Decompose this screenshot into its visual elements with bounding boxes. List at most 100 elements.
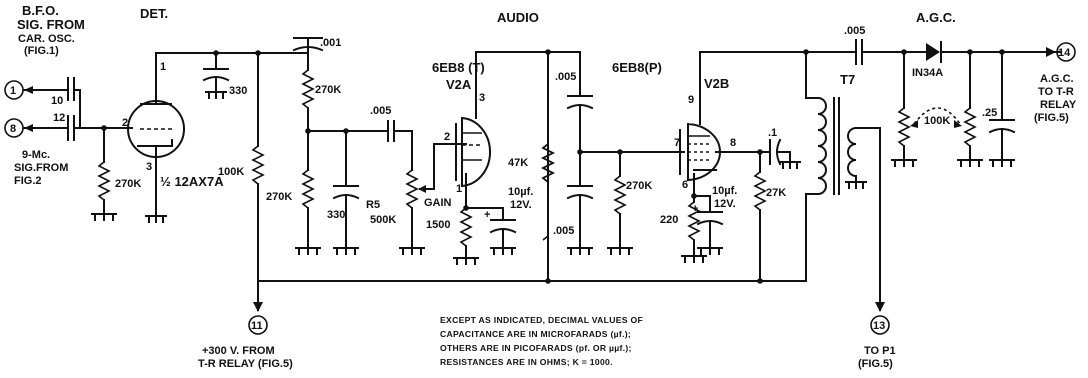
terminal-13: 13: [870, 315, 890, 335]
terminal-14-number: 14: [1058, 47, 1071, 59]
v2b-cathode-network: 220 + 10µf. 12V.: [660, 185, 737, 263]
v2b-tube-type: 6EB8(P): [612, 60, 662, 75]
bfo-header-line-3: CAR. OSC.: [18, 33, 75, 45]
transformer-t7: T7: [805, 51, 885, 312]
diode-in34a: IN34A: [912, 41, 1061, 79]
footnote-line-4: RESISTANCES ARE IN OHMS; K = 1000.: [440, 357, 613, 367]
gain-label: GAIN: [424, 197, 452, 209]
capacitor-12pf: 12: [53, 112, 75, 141]
b-plus-line-1: +300 V. FROM: [202, 345, 275, 357]
v2b-pin-9: 9: [688, 94, 694, 106]
terminal-8: 8: [4, 118, 69, 138]
v1-tube-label: ½ 12AX7A: [160, 174, 224, 189]
capacitor-001-label: .001: [320, 37, 341, 49]
resistor-270k-b-label: 270K: [266, 191, 292, 203]
tube-v2b: 9 7 8 6 6EB8(P) V2B: [612, 51, 741, 191]
pot-100k-label: 100K: [924, 115, 950, 127]
resistor-agc-mid: [957, 51, 983, 167]
nine-mc-line-2: SIG.FROM: [14, 162, 68, 174]
capacitor-10uf-b-plus: +: [692, 203, 698, 215]
ganged-pot-link: [913, 107, 961, 125]
bfo-header-line-2: SIG. FROM: [17, 17, 85, 32]
diode-in34a-label: IN34A: [912, 67, 943, 79]
terminal-11: 11: [248, 315, 268, 335]
bfo-header-line-1: B.F.O.: [22, 3, 59, 18]
potentiometer-r5-value: 500K: [370, 214, 396, 226]
agc-output-line-2: TO T-R: [1038, 86, 1074, 98]
capacitor-10uf-a-plus: +: [484, 209, 490, 221]
v1-pin-2: 2: [122, 117, 128, 129]
capacitor-10uf-b-voltage: 12V.: [714, 198, 736, 210]
v2a-tube-type: 6EB8 (T): [432, 60, 485, 75]
capacitor-10uf-b-value: 10µf.: [712, 185, 737, 197]
v2a-tube-name: V2A: [446, 77, 472, 92]
footnote: EXCEPT AS INDICATED, DECIMAL VALUES OF C…: [440, 315, 643, 367]
resistor-100k-plate-label: 100K: [218, 166, 244, 178]
v2b-tube-name: V2B: [704, 76, 729, 91]
capacitor-25: .25: [982, 51, 1016, 167]
resistor-27k: 27K: [753, 151, 786, 282]
capacitor-005-agc-label: .005: [844, 25, 865, 37]
agc-header: A.G.C.: [916, 10, 956, 25]
to-p1-line-2: (FIG.5): [858, 358, 893, 370]
resistor-47k-zigzag: [541, 143, 555, 183]
capacitor-10uf-a-voltage: 12V.: [510, 199, 532, 211]
resistor-270k-a-label: 270K: [315, 84, 341, 96]
resistor-270k-grid: 270K: [91, 127, 141, 221]
b-plus-note: +300 V. FROM T-R RELAY (FIG.5): [198, 345, 293, 370]
v2a-cathode-network: 1500 + 10µf. 12V.: [426, 186, 533, 265]
v2a-pin-1: 1: [456, 183, 462, 195]
footnote-line-3: OTHERS ARE IN PICOFARADS (pf. OR µµf.);: [440, 343, 632, 353]
terminal-14: 14: [1046, 42, 1076, 62]
resistor-agc-left: [891, 51, 917, 167]
resistor-100k-plate: 100K: [218, 52, 265, 282]
v2b-pin-6: 6: [682, 179, 688, 191]
agc-output-line-4: (FIG.5): [1034, 112, 1069, 124]
transformer-t7-label: T7: [840, 72, 855, 87]
terminal-11-number: 11: [251, 320, 263, 332]
resistor-270k-c-label: 270K: [626, 180, 652, 192]
v2b-pin-8: 8: [730, 137, 736, 149]
capacitor-330-b-label: 330: [327, 209, 345, 221]
capacitor-005-bypass: .005: [553, 151, 594, 255]
nine-mc-line-3: FIG.2: [14, 175, 42, 187]
potentiometer-r5: R5 500K GAIN: [366, 169, 452, 255]
b-plus-line-2: T-R RELAY (FIG.5): [198, 358, 293, 370]
resistor-1500-label: 1500: [426, 219, 450, 231]
capacitor-005-agc: .005: [844, 25, 897, 65]
tube-v1: 1 2 3 ½ 12AX7A: [122, 52, 224, 223]
resistor-270k-grid-label: 270K: [115, 178, 141, 190]
to-p1-note: TO P1 (FIG.5): [858, 345, 896, 370]
capacitor-330-b: 330: [327, 130, 360, 255]
v1-pin-3: 3: [146, 161, 152, 173]
capacitor-005-bypass-label: .005: [553, 225, 574, 237]
agc-output-line-3: RELAY: [1040, 99, 1077, 111]
audio-header: AUDIO: [497, 10, 539, 25]
capacitor-005-coupling: .005: [370, 105, 413, 171]
capacitor-10uf-a-value: 10µf.: [508, 186, 533, 198]
potentiometer-r5-name: R5: [366, 199, 380, 211]
gain-wiper-wire: [433, 143, 453, 190]
capacitor-10pf: 10: [51, 77, 81, 129]
agc-output-note: A.G.C. TO T-R RELAY (FIG.5): [1034, 73, 1077, 124]
det-header: DET.: [140, 6, 168, 21]
resistor-270k-c: 270K: [607, 151, 652, 255]
bfo-header: B.F.O. SIG. FROM CAR. OSC. (FIG.1): [17, 3, 85, 57]
capacitor-12pf-label: 12: [53, 112, 65, 124]
v1-pin-1: 1: [160, 61, 166, 73]
capacitor-001: .001: [292, 37, 341, 71]
v2a-pin-2: 2: [444, 131, 450, 143]
capacitor-005-coupling-label: .005: [370, 105, 391, 117]
v2a-pin-3: 3: [479, 92, 485, 104]
resistor-220-label: 220: [660, 214, 678, 226]
footnote-line-1: EXCEPT AS INDICATED, DECIMAL VALUES OF: [440, 315, 643, 325]
capacitor-005-inter: .005: [547, 51, 594, 153]
tube-v2a: 3 2 1 6EB8 (T) V2A: [432, 51, 492, 195]
resistor-27k-label: 27K: [766, 187, 786, 199]
capacitor-330-det-label: 330: [229, 85, 247, 97]
bfo-header-line-4: (FIG.1): [24, 45, 59, 57]
terminal-13-number: 13: [873, 320, 885, 332]
resistor-270k-a: 270K: [301, 69, 341, 171]
nine-mc-note: 9-Mc. SIG.FROM FIG.2: [14, 149, 68, 187]
